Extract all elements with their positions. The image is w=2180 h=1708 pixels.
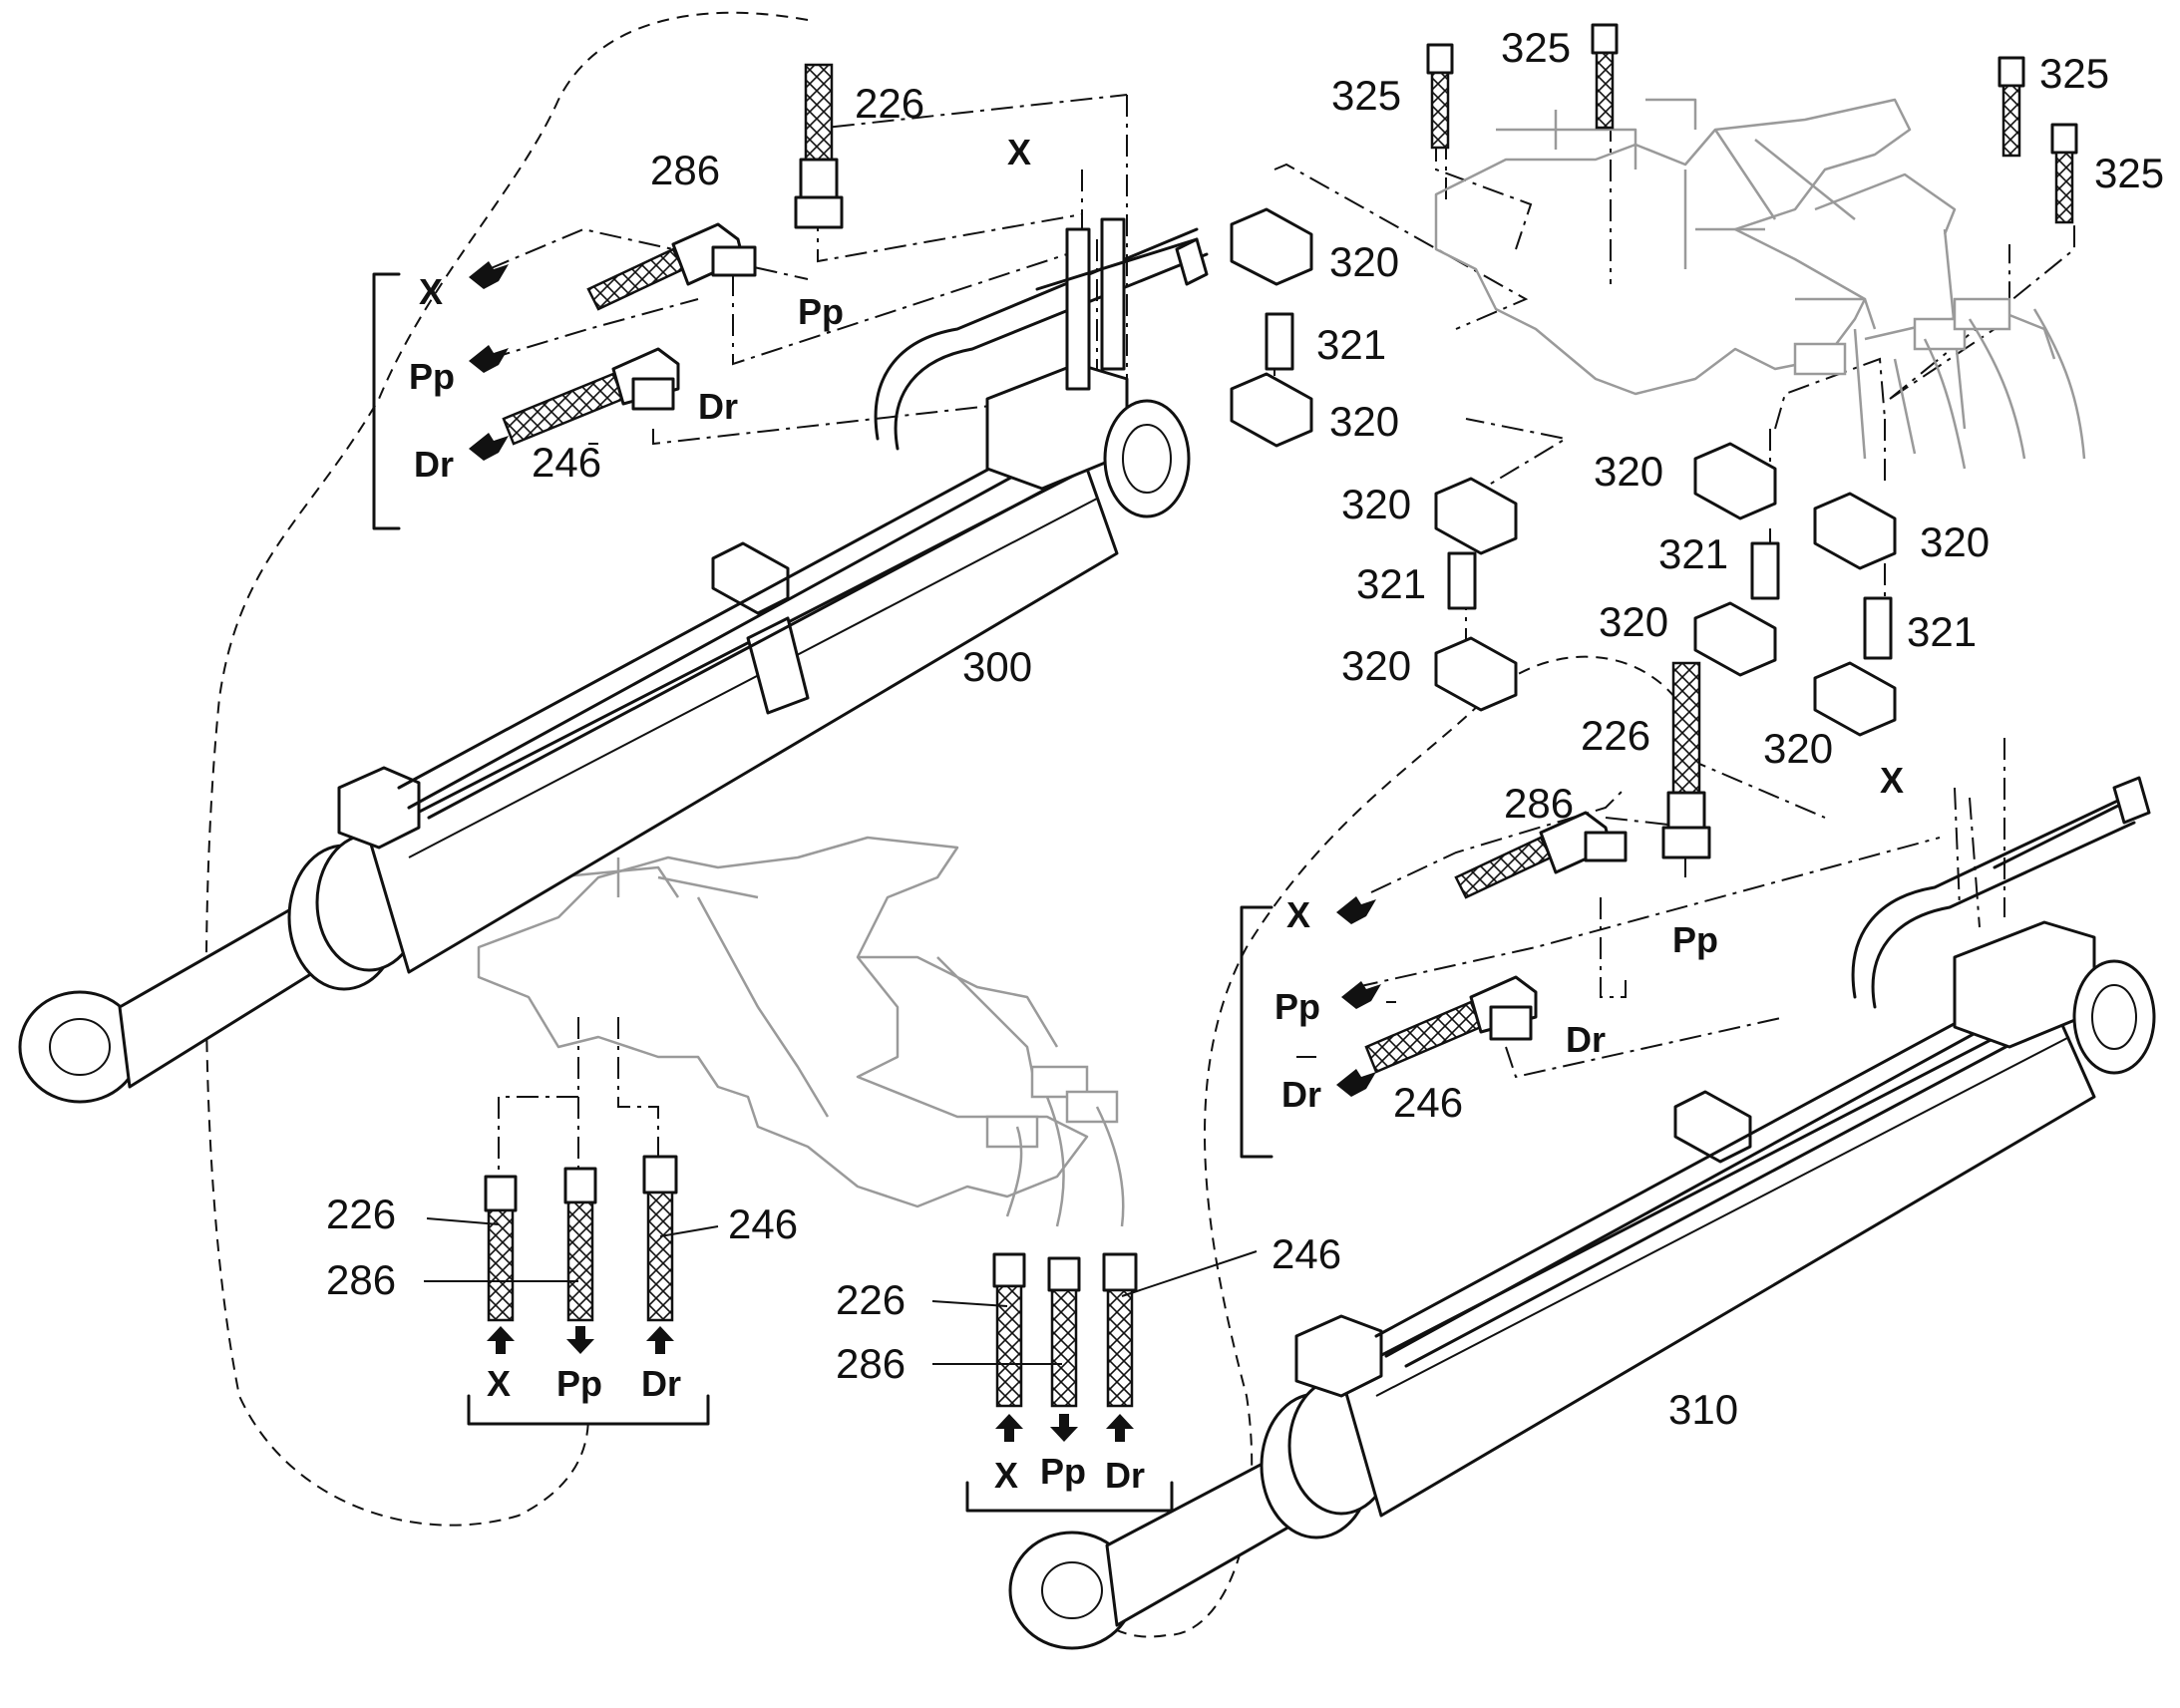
port-pp-top-callout: Pp [798,291,844,332]
label-286-bl: 286 [326,1256,396,1303]
port-pp-bottom-right: Pp [1040,1451,1086,1492]
port-dr-bottom-right: Dr [1105,1455,1145,1496]
label-325-c: 325 [2039,50,2109,97]
hydraulic-cylinder-310 [1008,776,2156,1650]
port-x-bottom-right: X [994,1455,1018,1496]
label-246-bl: 246 [728,1200,798,1247]
label-320-g: 320 [1920,518,1990,565]
port-x-left: X [419,271,443,312]
clamp-set-top [1230,207,1313,448]
port-dr-right-callout: Dr [1566,1019,1606,1060]
hose-group-bottom-left [484,1155,678,1322]
hose-246-top [502,347,680,446]
label-286-mid: 286 [1504,780,1574,827]
label-321-d: 321 [1907,608,1977,655]
hose-group-bottom-right [992,1252,1138,1408]
port-x-top-callout: X [1007,132,1031,172]
bracket-frame-top-right [1434,98,2086,470]
port-pp-left: Pp [409,356,455,397]
label-246-top: 246 [532,439,601,486]
flow-arrows-bottom-right [995,1414,1134,1442]
port-x-right: X [1286,894,1310,935]
port-pp-right: Pp [1274,986,1320,1027]
label-320-c: 320 [1341,481,1411,527]
port-x-right-callout: X [1880,760,1904,801]
hose-bracket-bottom-right [965,1481,1174,1513]
port-dr-top-callout: Dr [698,386,738,427]
label-226-mid: 226 [1581,712,1650,759]
port-group-bracket-right [1240,905,1273,1159]
label-320-f: 320 [1599,598,1668,645]
port-dr-right: Dr [1281,1074,1321,1115]
flow-arrows-bottom-left [487,1326,674,1354]
hose-bracket-bottom-left [467,1394,710,1426]
label-286-top: 286 [650,147,720,193]
label-320-d: 320 [1341,642,1411,689]
port-arrows-top [469,261,509,461]
port-labels: X Pp Dr X Pp Dr X Pp Dr X Pp Dr X Pp Dr … [409,132,1904,1496]
label-320-a: 320 [1329,238,1399,285]
label-226-bl: 226 [326,1191,396,1237]
clamp-set-center [1693,442,1780,677]
label-320-b: 320 [1329,398,1399,445]
label-321-a: 321 [1316,321,1386,368]
port-pp-right-callout: Pp [1672,919,1718,960]
label-320-h: 320 [1763,725,1833,772]
label-321-b: 321 [1356,560,1426,607]
hose-246-mid [1364,975,1538,1074]
hose-226-mid [1661,661,1711,859]
hose-286-mid [1454,811,1628,899]
label-246-br: 246 [1272,1230,1341,1277]
port-group-bracket-left [372,272,401,530]
label-246-mid: 246 [1393,1079,1463,1126]
label-325-a: 325 [1331,72,1401,119]
label-320-e: 320 [1594,448,1663,495]
label-325-b: 325 [1501,24,1571,71]
label-226-top: 226 [855,80,924,127]
part-labels: 226 286 246 300 320 321 320 325 325 325 … [326,24,2164,1433]
label-321-c: 321 [1658,530,1728,577]
part-leaders [424,1217,1258,1365]
port-dr-bottom-left: Dr [641,1363,681,1404]
label-226-br: 226 [836,1276,906,1323]
hydraulic-cylinder-300 [18,217,1209,1104]
label-286-br: 286 [836,1340,906,1387]
clamp-set-right [1813,492,1897,737]
port-x-bottom-left: X [487,1363,511,1404]
port-arrows-mid [1336,896,1381,1097]
hose-286-top [586,222,757,311]
port-pp-bottom-left: Pp [556,1363,602,1404]
clamp-set-left [1434,477,1518,712]
port-dr-left: Dr [414,444,454,485]
hose-226-top [794,63,844,229]
bracket-frame-center [477,836,1125,1227]
label-300: 300 [962,643,1032,690]
bolts-325 [1426,23,2078,224]
label-310: 310 [1668,1386,1738,1433]
label-325-d: 325 [2094,150,2164,196]
